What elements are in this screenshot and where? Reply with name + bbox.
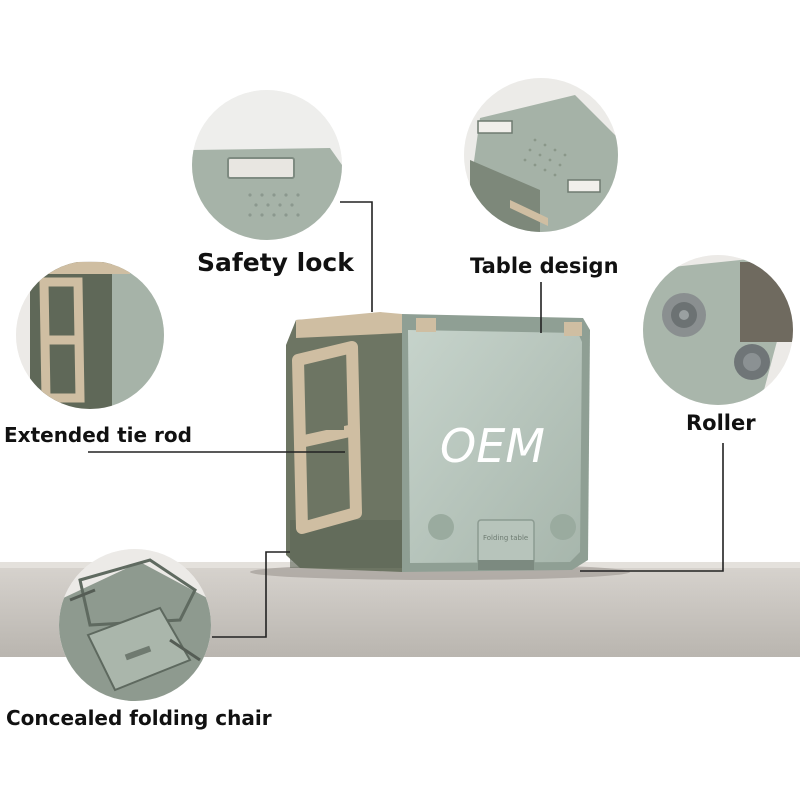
- inset-roller: [643, 255, 793, 405]
- inset-table-design: [464, 78, 618, 232]
- brand-text: OEM: [440, 419, 545, 473]
- front-plate-text: Folding table: [483, 534, 528, 542]
- leader-lines: [88, 201, 724, 638]
- label-concealed-folding-chair: Concealed folding chair: [6, 706, 272, 730]
- inset-folding-chair: [59, 549, 211, 701]
- inset-extended-tie-rod: [16, 261, 164, 409]
- cooler-box: [250, 312, 630, 580]
- label-roller: Roller: [686, 411, 756, 435]
- label-safety-lock: Safety lock: [197, 248, 354, 277]
- inset-safety-lock: [192, 90, 342, 240]
- label-table-design: Table design: [470, 254, 619, 278]
- label-extended-tie-rod: Extended tie rod: [4, 423, 192, 447]
